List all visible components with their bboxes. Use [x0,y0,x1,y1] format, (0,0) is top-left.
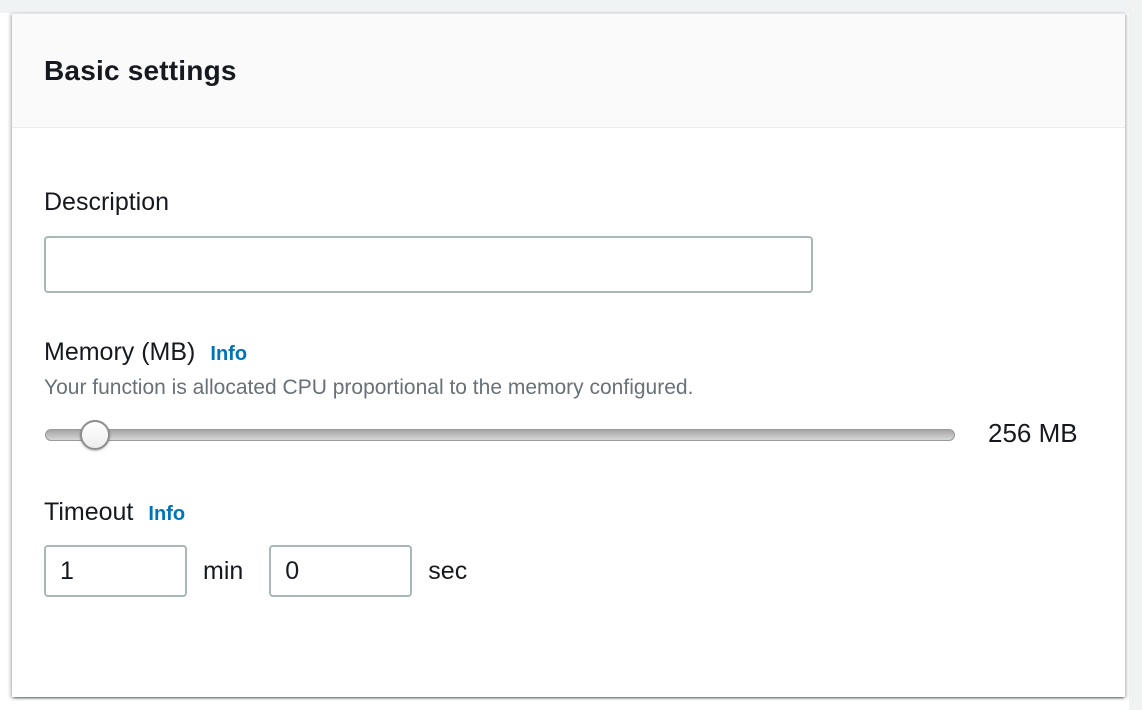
timeout-minutes-unit: min [203,556,244,585]
memory-value: 256 MB [988,418,1078,448]
panel-title: Basic settings [44,54,237,86]
memory-slider-track[interactable] [45,429,955,441]
description-label-row: Description [44,188,169,217]
memory-label-row: Memory (MB) Info [44,338,247,367]
timeout-info-link[interactable]: Info [148,503,186,525]
page-background-right [1129,0,1142,710]
timeout-seconds-unit: sec [428,556,468,585]
memory-slider-handle[interactable] [80,420,111,450]
timeout-seconds-input[interactable] [269,545,413,597]
panel-body: Description Memory (MB) Info Your functi… [12,128,1125,697]
timeout-label: Timeout [44,498,134,526]
panel-header: Basic settings [12,14,1125,128]
memory-helper-text: Your function is allocated CPU proportio… [44,376,694,399]
timeout-label-row: Timeout Info [44,498,185,527]
basic-settings-panel: Basic settings Description Memory (MB) I… [12,13,1125,697]
memory-info-link[interactable]: Info [210,343,248,365]
description-label: Description [44,188,170,216]
memory-label: Memory (MB) [44,338,196,366]
description-input[interactable] [44,236,813,293]
timeout-minutes-input[interactable] [44,545,187,597]
memory-slider [45,420,955,450]
timeout-inputs-row: min sec [44,545,467,597]
page-background-top [0,0,1142,13]
